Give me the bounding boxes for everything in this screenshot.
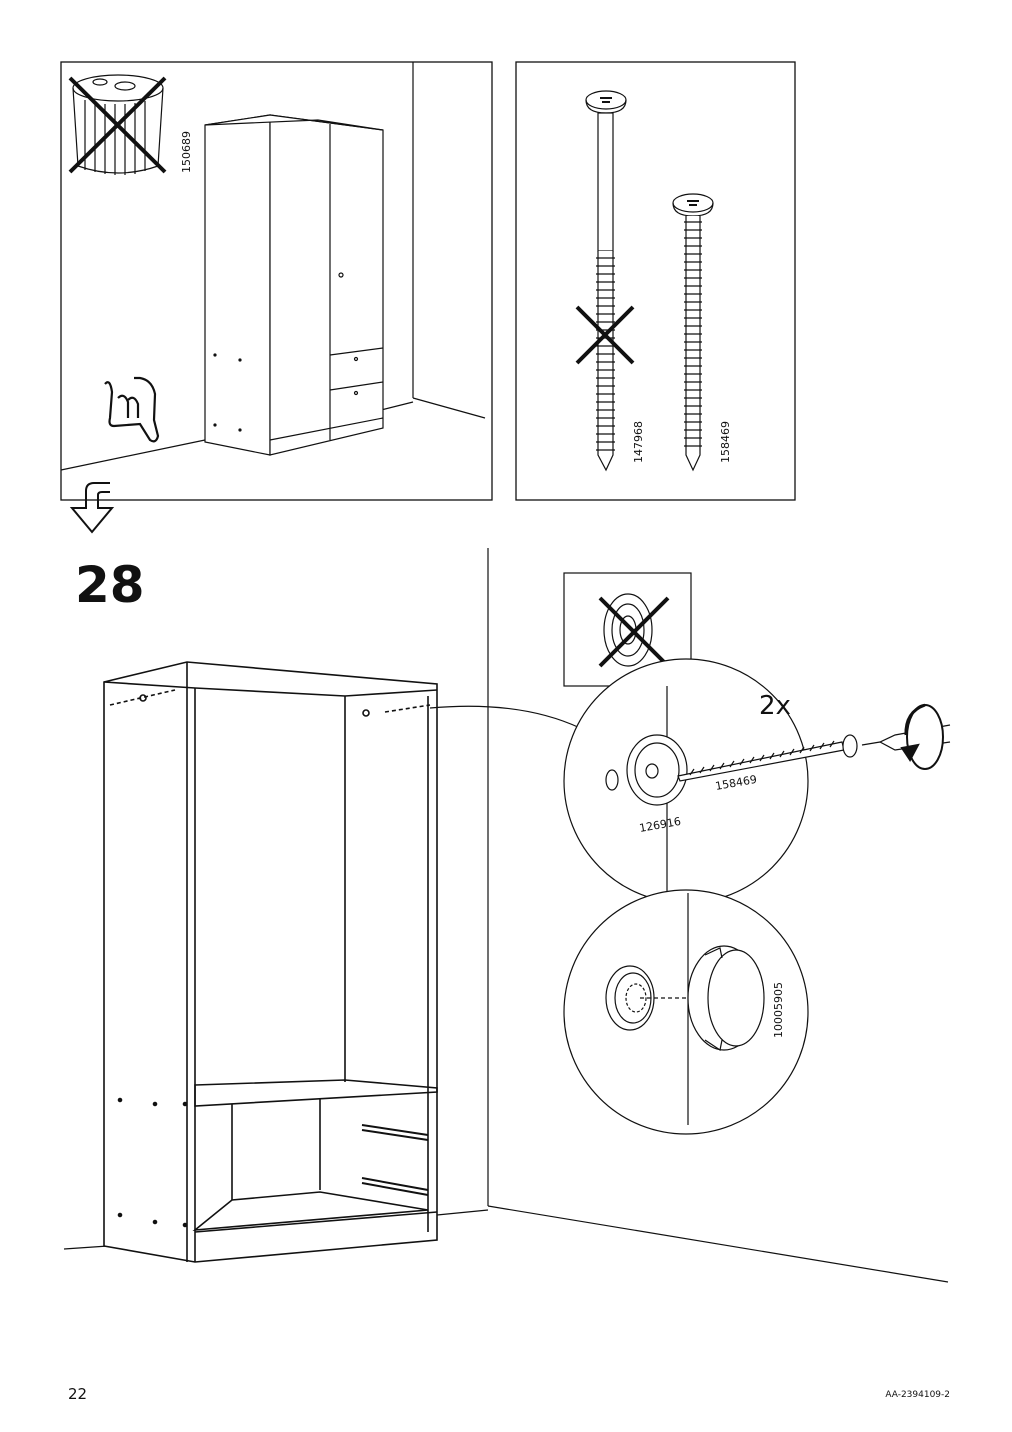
wardrobe-wall-panel <box>60 61 493 501</box>
cross-out-icon <box>598 596 670 668</box>
wardrobe-drawing <box>204 114 384 456</box>
short-screw-drawing <box>672 193 714 472</box>
step-number: 28 <box>75 556 145 614</box>
rotate-arrow-icon <box>900 703 944 770</box>
step-illustration <box>63 548 951 1283</box>
wardrobe-carcass <box>103 661 438 1263</box>
down-arrow-icon <box>69 482 115 534</box>
part-label-147968: 147968 <box>632 421 645 463</box>
part-label-cap: 10005905 <box>772 982 785 1038</box>
cap-detail-callout <box>563 889 809 1135</box>
quantity-label: 2x <box>759 691 791 721</box>
long-screw-drawing <box>585 90 627 472</box>
page-number: 22 <box>68 1385 88 1403</box>
part-label-150689: 150689 <box>180 131 193 173</box>
screw-detail-callout <box>563 658 951 904</box>
screws-panel <box>515 61 796 501</box>
part-label-158469: 158469 <box>719 421 732 463</box>
cross-out-icon <box>575 305 635 365</box>
cylinder-part-drawing <box>72 74 164 175</box>
document-code: AA-2394109-2 <box>885 1390 950 1400</box>
pointing-hand-icon <box>104 376 160 443</box>
cross-out-icon <box>68 76 167 174</box>
